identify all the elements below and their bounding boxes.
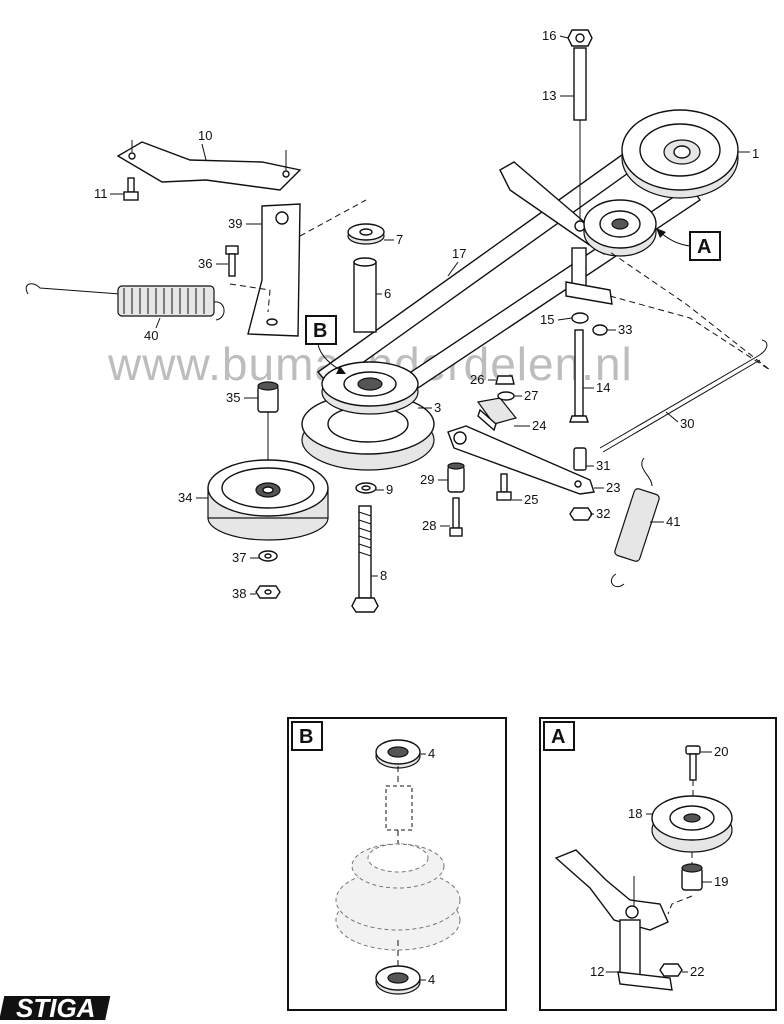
nut-38 bbox=[255, 585, 281, 599]
bolt-36 bbox=[225, 245, 239, 277]
label-30: 30 bbox=[680, 416, 694, 431]
spacer-29 bbox=[447, 462, 465, 493]
pulley-b-ghost bbox=[335, 843, 461, 951]
label-9: 9 bbox=[386, 482, 393, 497]
label-1: 1 bbox=[752, 146, 759, 161]
label-41: 41 bbox=[666, 514, 680, 529]
plate-39 bbox=[247, 203, 301, 337]
pulley-3 bbox=[301, 361, 435, 471]
callout-b-main: B bbox=[305, 315, 346, 374]
label-40: 40 bbox=[144, 328, 158, 343]
label-33: 33 bbox=[618, 322, 632, 337]
svg-text:A: A bbox=[697, 236, 711, 258]
label-34: 34 bbox=[178, 490, 192, 505]
svg-text:B: B bbox=[299, 726, 313, 748]
label-18: 18 bbox=[628, 806, 642, 821]
svg-text:A: A bbox=[551, 726, 565, 748]
label-36: 36 bbox=[198, 256, 212, 271]
part-labels: 1 3 6 7 8 9 10 11 13 14 15 16 17 23 24 2… bbox=[94, 28, 759, 601]
spacer-19 bbox=[681, 863, 703, 891]
detail-b-panel: B 4 4 bbox=[287, 717, 507, 1011]
label-7: 7 bbox=[396, 232, 403, 247]
detail-a-panel: A 20 18 19 bbox=[539, 717, 777, 1011]
svg-text:B: B bbox=[313, 320, 327, 342]
label-28: 28 bbox=[422, 518, 436, 533]
label-19: 19 bbox=[714, 874, 728, 889]
spring-41 bbox=[611, 457, 660, 588]
label-4-bottom: 4 bbox=[428, 972, 435, 987]
bolt-28 bbox=[449, 497, 463, 537]
label-31: 31 bbox=[596, 458, 610, 473]
shaft-13 bbox=[567, 29, 593, 220]
nut-32 bbox=[569, 507, 593, 521]
label-25: 25 bbox=[524, 492, 538, 507]
label-10: 10 bbox=[198, 128, 212, 143]
label-8: 8 bbox=[380, 568, 387, 583]
label-24: 24 bbox=[532, 418, 546, 433]
spacer-tube-b bbox=[385, 785, 413, 831]
spacer-6-washer-7 bbox=[347, 223, 385, 333]
block-24 bbox=[476, 397, 518, 432]
label-29: 29 bbox=[420, 472, 434, 487]
tension-arm-12 bbox=[554, 849, 673, 991]
svg-text:STIGA: STIGA bbox=[16, 993, 95, 1023]
label-39: 39 bbox=[228, 216, 242, 231]
label-12: 12 bbox=[590, 964, 604, 979]
nut-26 bbox=[495, 375, 515, 385]
label-14: 14 bbox=[596, 380, 610, 395]
bolt-11 bbox=[123, 177, 139, 201]
label-13: 13 bbox=[542, 88, 556, 103]
idler-pulley-a bbox=[583, 199, 657, 257]
label-3: 3 bbox=[434, 400, 441, 415]
spacer-35 bbox=[257, 381, 279, 466]
label-38: 38 bbox=[232, 586, 246, 601]
label-16: 16 bbox=[542, 28, 556, 43]
pin-31 bbox=[573, 447, 587, 471]
label-27: 27 bbox=[524, 388, 538, 403]
bearing-4-bottom bbox=[375, 965, 421, 995]
brand-logo: STIGA bbox=[0, 993, 111, 1023]
spring-40 bbox=[25, 283, 225, 321]
label-20: 20 bbox=[714, 744, 728, 759]
bolt-20 bbox=[685, 745, 701, 781]
label-32: 32 bbox=[596, 506, 610, 521]
label-23: 23 bbox=[606, 480, 620, 495]
arm-23 bbox=[447, 425, 595, 495]
bolt-8 bbox=[351, 482, 379, 613]
label-37: 37 bbox=[232, 550, 246, 565]
idler-pulley-18 bbox=[651, 795, 733, 853]
bearing-4-top bbox=[375, 739, 421, 769]
label-26: 26 bbox=[470, 372, 484, 387]
label-11: 11 bbox=[94, 186, 108, 201]
pulley-34 bbox=[207, 459, 329, 541]
label-17: 17 bbox=[452, 246, 466, 261]
label-15: 15 bbox=[540, 312, 554, 327]
bolt-25 bbox=[496, 473, 512, 501]
label-22: 22 bbox=[690, 964, 704, 979]
nut-22 bbox=[659, 963, 683, 977]
label-6: 6 bbox=[384, 286, 391, 301]
rod-30 bbox=[599, 339, 768, 453]
label-4-top: 4 bbox=[428, 746, 435, 761]
washer-37 bbox=[258, 550, 278, 562]
engine-pulley bbox=[621, 109, 739, 199]
bracket-10 bbox=[116, 140, 302, 191]
washer-27 bbox=[497, 391, 515, 401]
callout-a-main: A bbox=[656, 228, 721, 261]
label-35: 35 bbox=[226, 390, 240, 405]
